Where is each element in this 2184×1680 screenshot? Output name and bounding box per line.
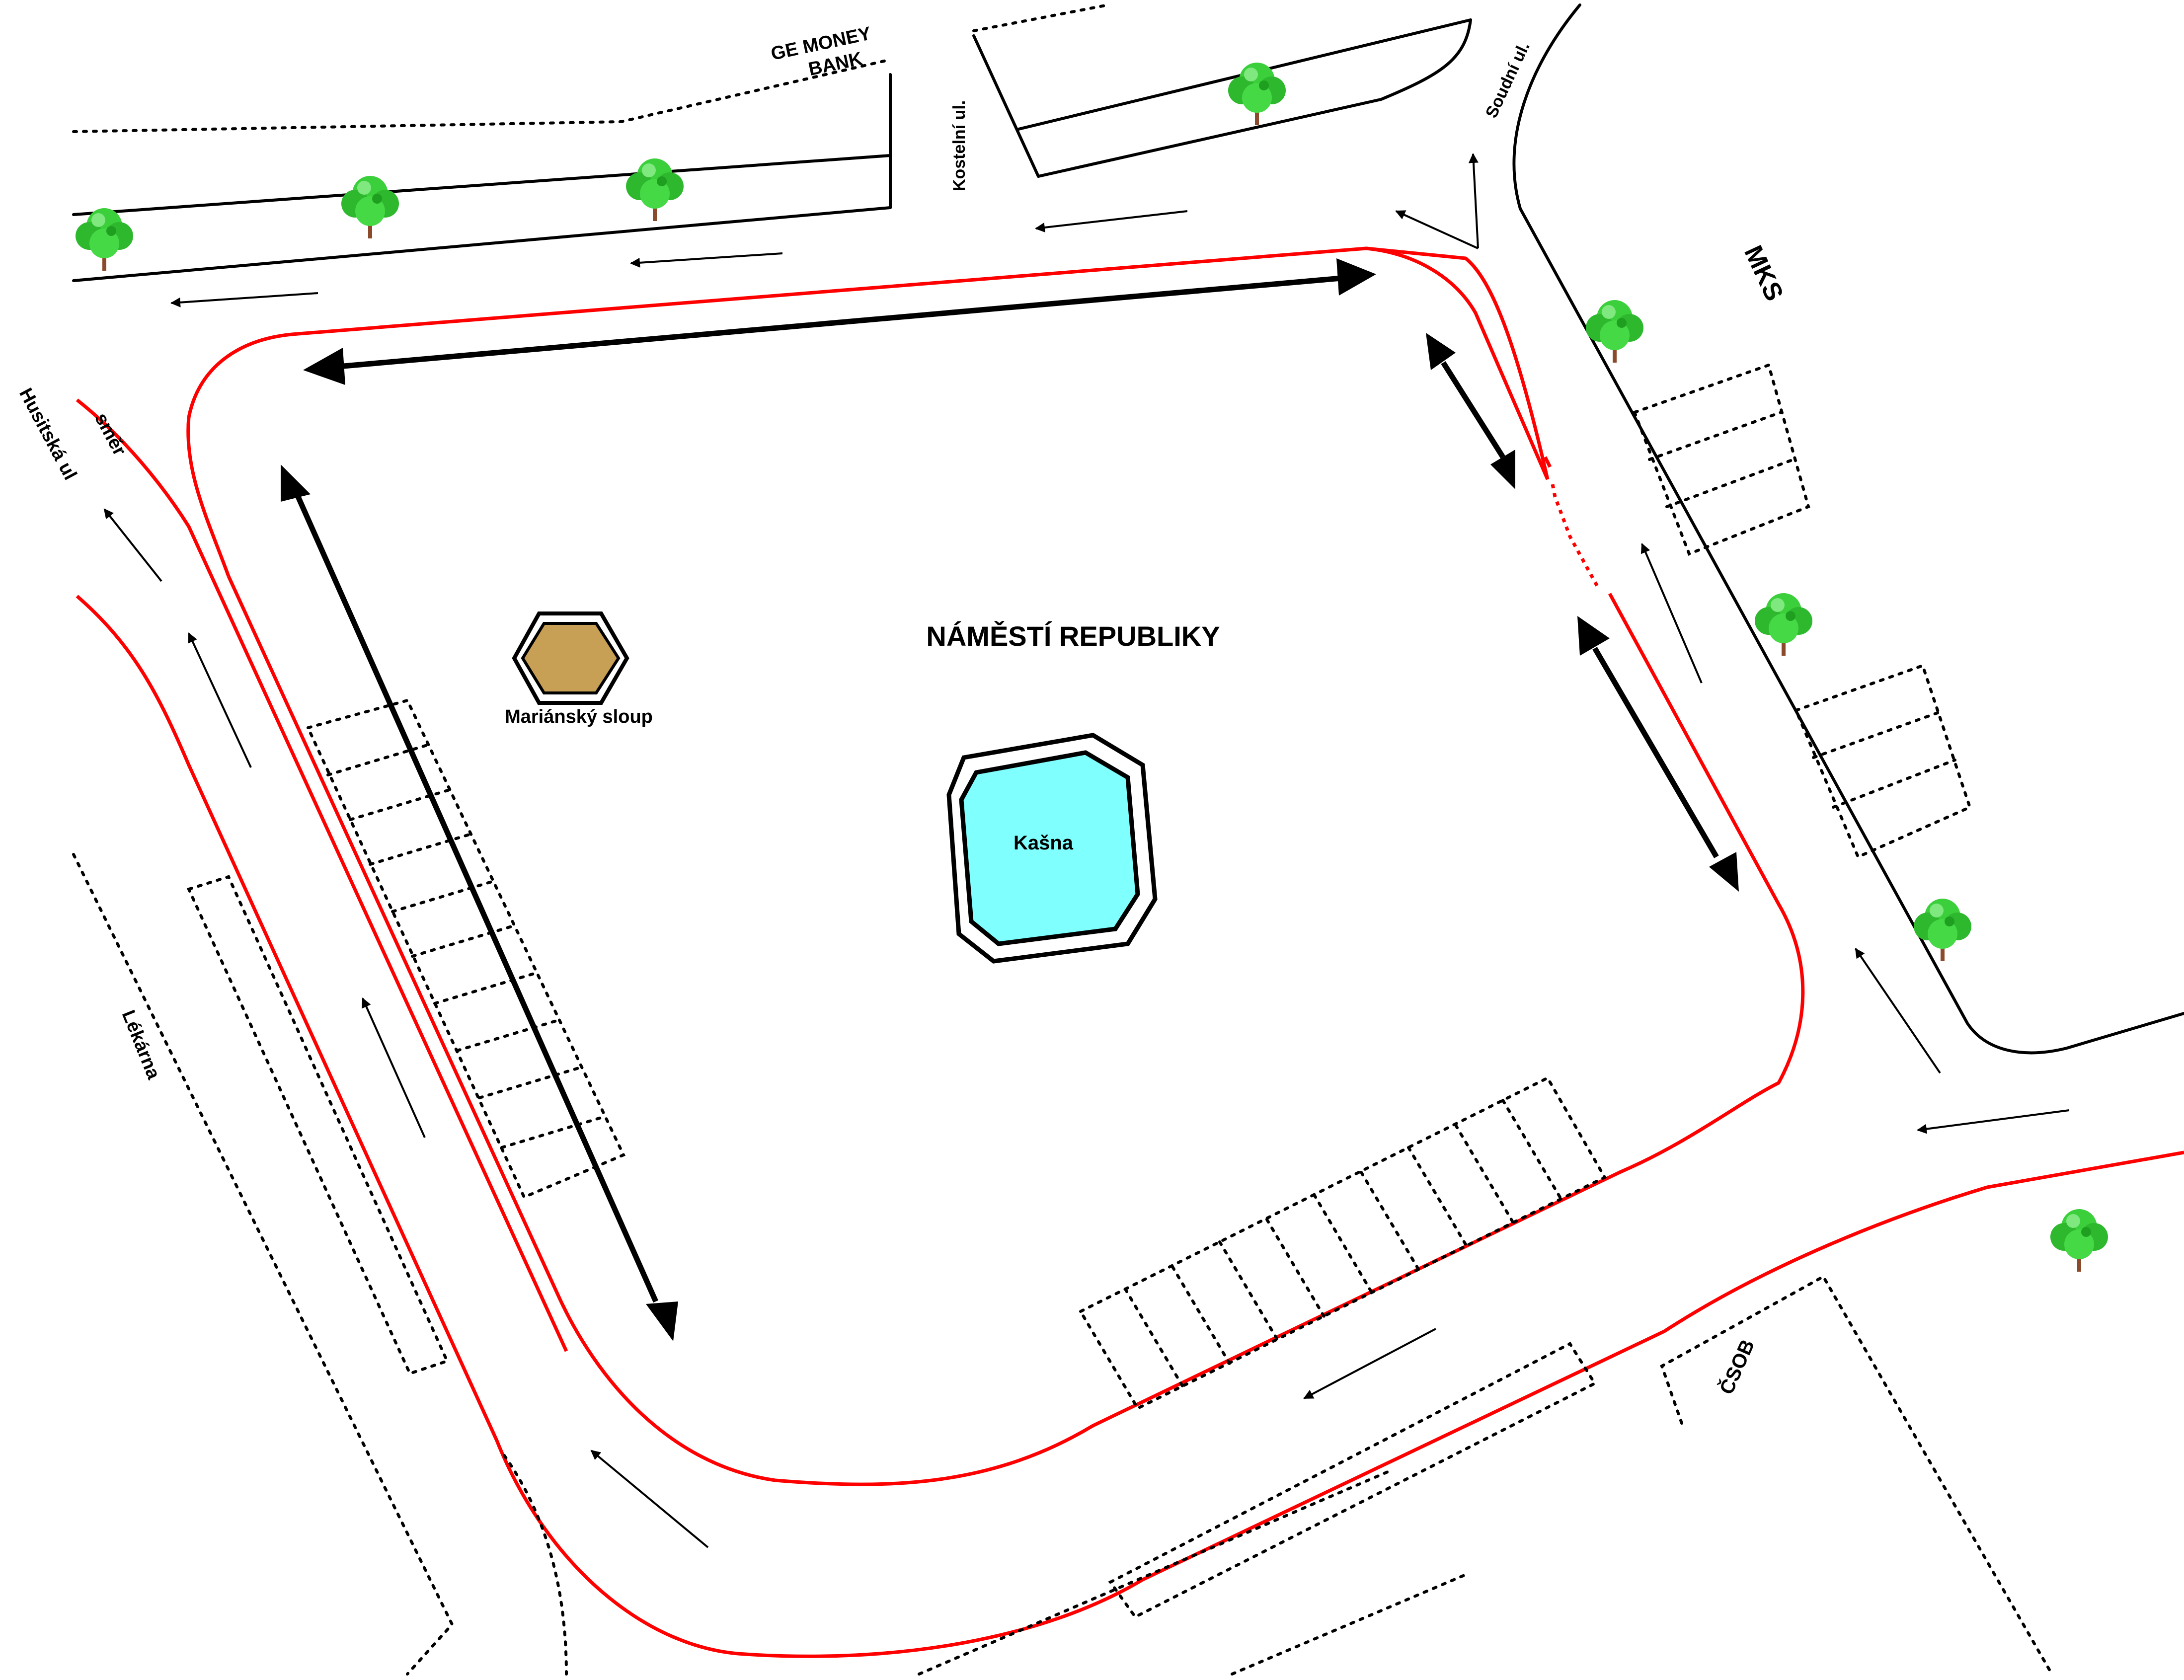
- tree-icon: [76, 63, 2108, 1272]
- building-outlines-top: [72, 3, 1109, 133]
- parking-bottom: [1078, 1076, 1607, 1619]
- direction-label-line2: Husitská ul: [15, 385, 80, 484]
- square-name: NÁMĚSTÍ REPUBLIKY: [926, 620, 1220, 652]
- street-label-kostelni: Kostelní ul.: [950, 100, 969, 191]
- csob-label: ČSOB: [1715, 1336, 1759, 1397]
- direction-label-line1: směr: [90, 410, 130, 459]
- mks-label: MKS: [1738, 241, 1789, 305]
- fountain-label: Kašna: [1014, 832, 1074, 854]
- square-dimension-arrows: [281, 258, 1739, 1341]
- octagon-fountain-icon: [946, 733, 1158, 964]
- street-label-soudni: Soudní ul.: [1482, 39, 1534, 121]
- building-outlines-bottom: [72, 853, 2053, 1676]
- road-outline-red: [76, 246, 2184, 1658]
- column-label: Mariánský sloup: [505, 706, 653, 727]
- traffic-arrows: [103, 153, 2070, 1548]
- parking-left: [186, 698, 626, 1375]
- pharmacy-label: Lékárna: [118, 1007, 164, 1083]
- parking-right: [1633, 363, 1972, 859]
- hexagon-column-icon: [512, 611, 629, 705]
